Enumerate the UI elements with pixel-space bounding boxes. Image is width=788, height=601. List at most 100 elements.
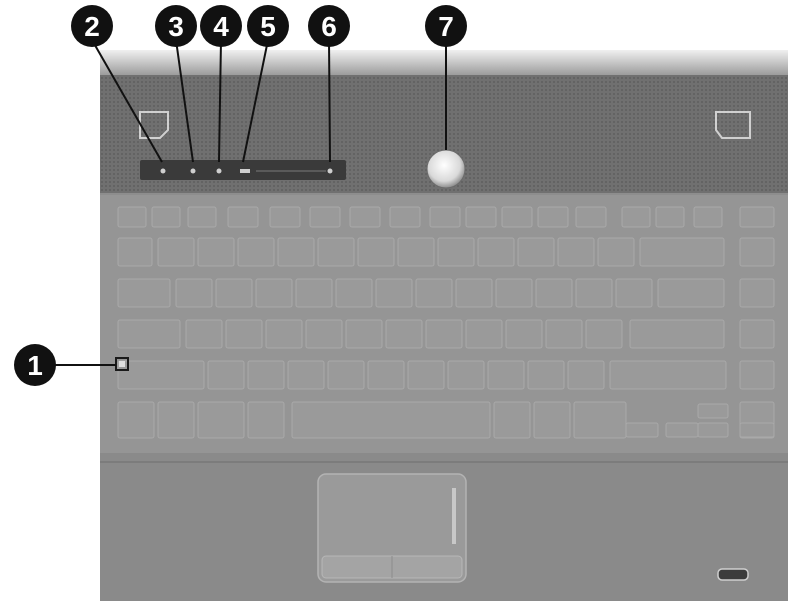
keyboard-key <box>198 238 234 266</box>
keyboard-key <box>306 320 342 348</box>
keyboard-key <box>448 361 484 389</box>
keyboard-key <box>238 238 274 266</box>
keyboard-key <box>558 238 594 266</box>
keyboard-key <box>502 207 532 227</box>
keyboard-key <box>318 238 354 266</box>
callout-3: 3 <box>155 5 197 47</box>
keyboard-key <box>376 279 412 307</box>
keyboard-key <box>466 207 496 227</box>
arrow-key <box>666 423 698 437</box>
keyboard-key <box>152 207 180 227</box>
keyboard-key <box>740 361 774 389</box>
arrow-key <box>698 423 728 437</box>
keyboard-key <box>538 207 568 227</box>
keyboard-key <box>494 402 530 438</box>
keyboard-key <box>296 279 332 307</box>
keyboard-key <box>740 238 774 266</box>
hinge-area <box>100 50 788 75</box>
keyboard-key <box>416 279 452 307</box>
keyboard-key <box>408 361 444 389</box>
keyboard-key <box>158 238 194 266</box>
keyboard-key <box>546 320 582 348</box>
volume-down-light <box>240 169 250 173</box>
backspace-key <box>640 238 724 266</box>
svg-text:5: 5 <box>260 11 276 42</box>
keyboard-key <box>488 361 524 389</box>
enter-key <box>630 320 724 348</box>
svg-text:7: 7 <box>438 11 454 42</box>
keyboard-key <box>368 361 404 389</box>
keyboard-key <box>176 279 212 307</box>
power-button <box>427 150 465 188</box>
keyboard-key <box>740 279 774 307</box>
callout-2: 2 <box>71 5 113 47</box>
keyboard-key <box>266 320 302 348</box>
caps-lock-key <box>118 320 180 348</box>
keyboard-key <box>478 238 514 266</box>
keyboard-key <box>198 402 244 438</box>
keyboard-key <box>328 361 364 389</box>
volume-up-light <box>328 169 333 174</box>
keyboard-key <box>576 279 612 307</box>
keyboard-key <box>616 279 652 307</box>
alt-key <box>248 402 284 438</box>
volume-slider <box>256 170 326 172</box>
keyboard-key <box>270 207 300 227</box>
keyboard-key <box>574 402 626 438</box>
touchpad-scroll-zone <box>452 488 456 544</box>
keyboard-key <box>390 207 420 227</box>
mute-light <box>217 169 222 174</box>
keyboard-key <box>518 238 554 266</box>
keyboard-key <box>536 279 572 307</box>
keyboard-key <box>278 238 314 266</box>
keyboard-key <box>568 361 604 389</box>
keyboard-key <box>740 207 774 227</box>
keyboard-key <box>118 207 146 227</box>
callout-1: 1 <box>14 344 56 386</box>
keyboard-key <box>208 361 244 389</box>
svg-text:6: 6 <box>321 11 337 42</box>
arrow-key <box>698 404 728 418</box>
keyboard-key <box>336 279 372 307</box>
arrow-key <box>626 423 658 437</box>
qb-light <box>191 169 196 174</box>
callout-7: 7 <box>425 5 467 47</box>
keyboard-key <box>346 320 382 348</box>
keyboard-key <box>496 279 532 307</box>
keyboard-key <box>228 207 258 227</box>
keyboard-key <box>226 320 262 348</box>
keyboard-key <box>288 361 324 389</box>
keyboard-key <box>622 207 650 227</box>
keyboard-key <box>426 320 462 348</box>
keyboard-key <box>506 320 542 348</box>
keyboard-key <box>430 207 460 227</box>
arrow-key <box>740 423 774 437</box>
keyboard-key <box>656 207 684 227</box>
keyboard-key <box>586 320 622 348</box>
svg-text:2: 2 <box>84 11 100 42</box>
keyboard-key <box>256 279 292 307</box>
keyboard-key <box>186 320 222 348</box>
svg-text:4: 4 <box>213 11 229 42</box>
svg-text:3: 3 <box>168 11 184 42</box>
tab-key <box>118 279 170 307</box>
wireless-light <box>161 169 166 174</box>
spacebar <box>292 402 490 438</box>
keyboard-key <box>188 207 216 227</box>
fingerprint-reader <box>718 569 748 580</box>
left-shift-key <box>118 361 204 389</box>
keyboard-key <box>528 361 564 389</box>
keyboard-key <box>216 279 252 307</box>
ctrl-key <box>158 402 194 438</box>
keyboard-key <box>534 402 570 438</box>
keyboard-key <box>386 320 422 348</box>
callout-5: 5 <box>247 5 289 47</box>
keyboard-key <box>466 320 502 348</box>
keyboard-key <box>658 279 724 307</box>
fn-key <box>118 402 154 438</box>
keyboard-key <box>438 238 474 266</box>
keyboard-key <box>694 207 722 227</box>
keyboard-key <box>576 207 606 227</box>
